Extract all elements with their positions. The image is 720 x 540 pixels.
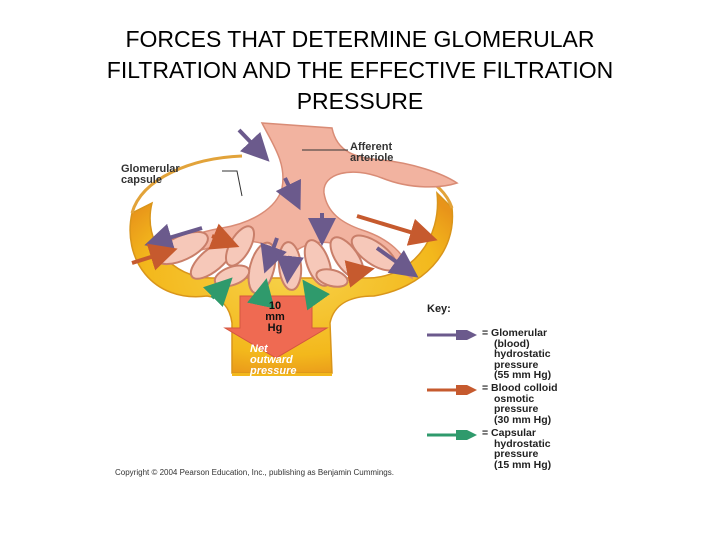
diagram-artwork [129, 122, 459, 376]
pressure-value-line-3: Hg [267, 322, 283, 334]
copyright-notice: Copyright © 2004 Pearson Education, Inc.… [115, 468, 394, 477]
glomerular-capsule-label: Glomerular capsule [121, 164, 180, 186]
glomerular-filtration-diagram: Afferent arteriole Glomerular capsule 10… [112, 118, 632, 480]
capsule-label-line-1: Glomerular [121, 163, 180, 175]
key-2-line-3: pressure [494, 403, 539, 415]
pressure-value-label: 10 mm Hg [257, 301, 293, 334]
key-3-line-4: (15 mm Hg) [494, 458, 552, 471]
key-1-line-4: pressure [494, 358, 539, 371]
net-outward-pressure-label: Net outward pressure [250, 344, 296, 377]
capsule-label-line-2: capsule [121, 174, 162, 186]
key-1-line-2: (blood) [494, 337, 530, 350]
key-3-line-1: = Capsular [482, 427, 536, 439]
title-line-3: PRESSURE [296, 88, 424, 114]
key-3-line-2: hydrostatic [494, 437, 551, 450]
afferent-label-line-2: arteriole [350, 152, 394, 164]
key-title: Key: [427, 303, 451, 315]
key-2-line-2: osmotic [494, 392, 535, 405]
afferent-arteriole-label: Afferent arteriole [350, 142, 393, 164]
afferent-label-line-1: Afferent [350, 141, 393, 153]
orange-arrow-icon [427, 385, 477, 395]
key-1-line-5: (55 mm Hg) [494, 369, 552, 381]
slide-title: FORCES THAT DETERMINE GLOMERULAR FILTRAT… [60, 24, 660, 117]
net-label-line-1: Net [250, 343, 268, 355]
net-label-line-3: pressure [250, 365, 297, 377]
title-line-1: FORCES THAT DETERMINE GLOMERULAR [125, 26, 595, 52]
key-1-line-3: hydrostatic [494, 348, 551, 360]
green-arrow-icon [427, 430, 477, 440]
key-3-line-3: pressure [494, 448, 539, 460]
key-2-line-1: = Blood colloid [482, 382, 558, 394]
purple-arrow-icon [427, 330, 477, 340]
pressure-value-line-2: mm [265, 311, 285, 323]
pressure-value-line-1: 10 [268, 300, 282, 312]
net-label-line-2: outward [250, 354, 293, 366]
title-line-2: FILTRATION AND THE EFFECTIVE FILTRATION [106, 57, 614, 83]
key-2-line-4: (30 mm Hg) [494, 413, 552, 426]
key-1-line-1: = Glomerular [482, 327, 548, 339]
